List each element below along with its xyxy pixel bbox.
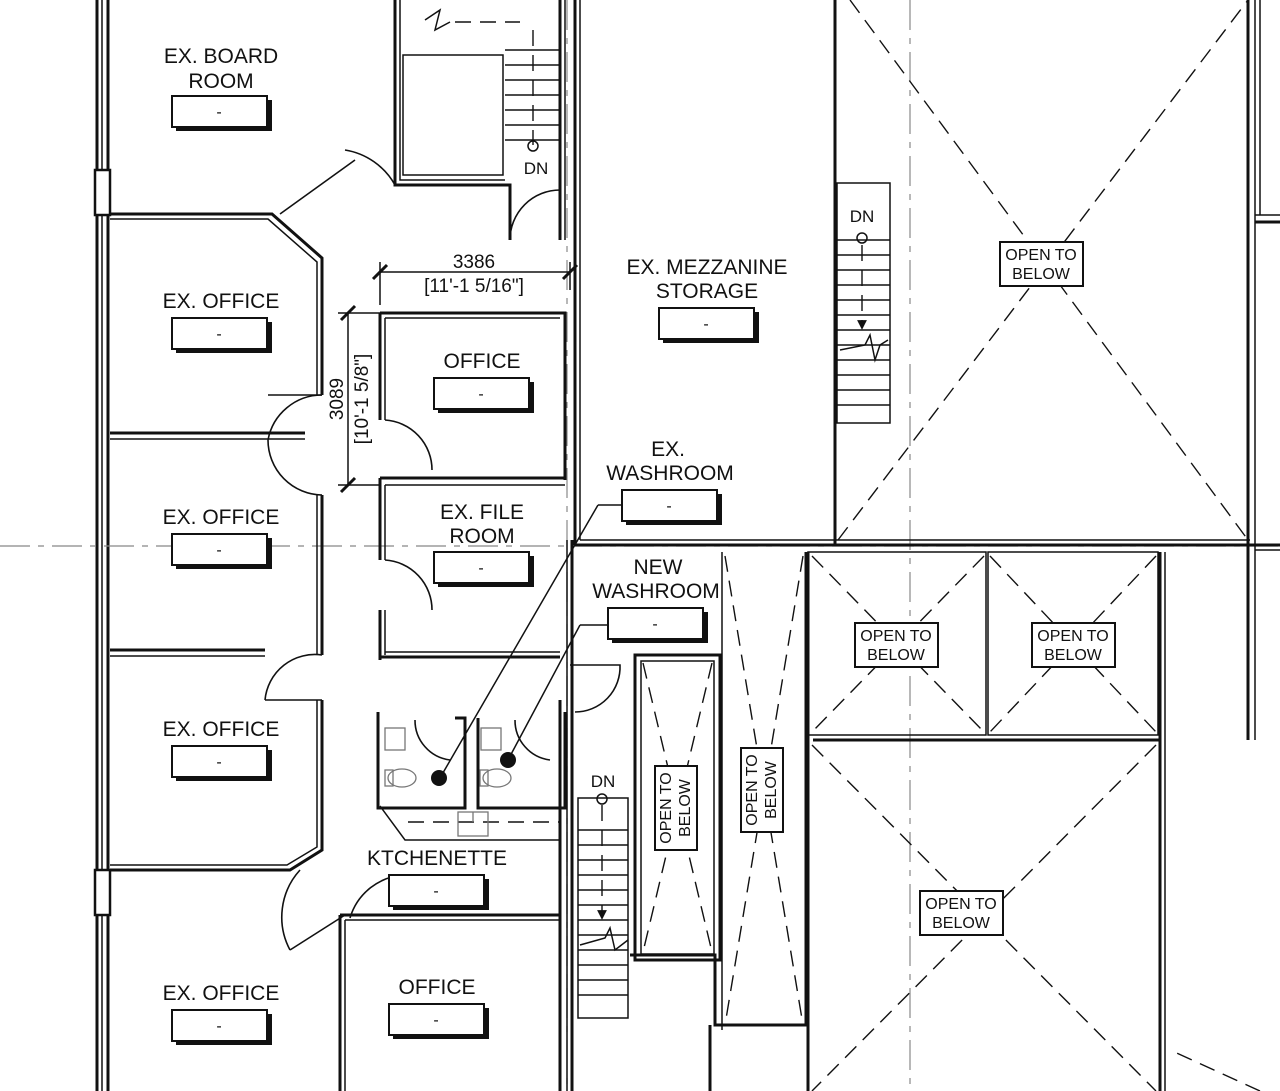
file-room-name-line2: ROOM [449,525,514,548]
office-bottom-name: OFFICE [399,976,476,999]
toilet-fixtures [384,727,512,837]
dim-horizontal-imperial: [11'-1 5/16"] [424,276,524,297]
room-ex-washroom: EX. WASHROOM - [606,438,734,525]
office-left-3-tag: - [216,754,221,771]
door-swings [264,394,406,951]
office-left-2-name: EX. OFFICE [163,506,280,529]
room-office-bottom: OFFICE - [388,976,489,1039]
dim-horizontal-value: 3386 [453,252,495,273]
ex-washroom-name-line1: EX. [651,438,685,461]
open-to-below-tag-6: OPEN TO BELOW [740,747,784,833]
office-left-1-name: EX. OFFICE [163,290,280,313]
office-left-2-tag: - [216,542,221,559]
dim-vertical-imperial: [10'-1 5/8"] [352,354,373,445]
open-to-below-4-line1: OPEN TO [925,896,996,913]
open-to-below-6-line1: OPEN TO [744,754,761,825]
board-room-name-line2: ROOM [188,70,253,93]
open-to-below-tag-3: OPEN TO BELOW [1031,622,1116,668]
room-new-washroom: NEW WASHROOM - [592,556,720,643]
ex-washroom-name-line2: WASHROOM [606,462,734,485]
open-to-below-1-line2: BELOW [1012,266,1071,283]
stair-lower: DN [577,772,629,1019]
file-room-tag: - [478,560,483,577]
exterior-wall-left [93,0,112,1091]
stair-dn-label-3: DN [591,772,616,791]
room-office-left-3: EX. OFFICE - [163,718,280,781]
dimension-vertical: 3089 [10'-1 5/8"] [327,304,380,494]
room-mezzanine-storage: EX. MEZZANINE STORAGE - [626,256,788,343]
office-left-4-tag: - [216,1018,221,1035]
open-to-below-2-line1: OPEN TO [860,628,931,645]
new-washroom-tag: - [652,616,657,633]
open-to-below-1-line1: OPEN TO [1005,247,1076,264]
room-file-room: EX. FILE ROOM - [433,501,534,587]
stair-dn-label-1: DN [524,159,549,178]
board-room-name-line1: EX. BOARD [164,45,278,68]
office-left-4-name: EX. OFFICE [163,982,280,1005]
open-to-below-tag-1: OPEN TO BELOW [999,241,1084,287]
office-center-name: OFFICE [444,350,521,373]
room-office-left-1: EX. OFFICE - [163,290,280,353]
dim-vertical-value: 3089 [327,378,348,420]
open-to-below-3-line1: OPEN TO [1037,628,1108,645]
kitchenette-tag: - [433,883,438,900]
room-board-room: EX. BOARD ROOM - [164,45,278,131]
new-washroom-name-line2: WASHROOM [592,580,720,603]
open-to-below-3-line2: BELOW [1044,647,1103,664]
kitchenette-name: KTCHENETTE [367,847,507,870]
room-office-left-2: EX. OFFICE - [163,506,280,569]
washroom-leaders [431,504,622,786]
open-to-below-5-line2: BELOW [677,778,694,837]
stair-right: DN [836,182,891,424]
mezzanine-name-line2: STORAGE [656,280,758,303]
open-to-below-5-line1: OPEN TO [658,772,675,843]
file-room-name-line1: EX. FILE [440,501,524,524]
new-washroom-name-line1: NEW [634,556,683,579]
central-room-walls [338,0,621,1091]
mezzanine-walls [573,0,1280,1091]
open-to-below-tag-4: OPEN TO BELOW [919,890,1004,936]
stair-dn-label-2: DN [850,207,875,226]
open-to-below-2-line2: BELOW [867,647,926,664]
stair-top-center: DN [424,8,560,178]
dimension-horizontal: 3386 [11'-1 5/16"] [371,252,579,305]
office-bottom-tag: - [433,1012,438,1029]
left-office-walls [110,149,396,872]
open-to-below-tag-2: OPEN TO BELOW [854,622,939,668]
office-left-3-name: EX. OFFICE [163,718,280,741]
open-to-below-6-line2: BELOW [763,760,780,819]
office-center-tag: - [478,386,483,403]
mezzanine-name-line1: EX. MEZZANINE [626,256,787,279]
room-kitchenette: KTCHENETTE - [367,847,507,910]
office-left-1-tag: - [216,326,221,343]
room-office-center: OFFICE - [433,350,534,413]
mezzanine-tag: - [703,316,708,333]
open-to-below-tag-5: OPEN TO BELOW [654,765,698,851]
ex-washroom-tag: - [666,498,671,515]
room-office-left-4: EX. OFFICE - [163,982,280,1045]
board-room-tag: - [216,104,221,121]
open-to-below-4-line2: BELOW [932,915,991,932]
